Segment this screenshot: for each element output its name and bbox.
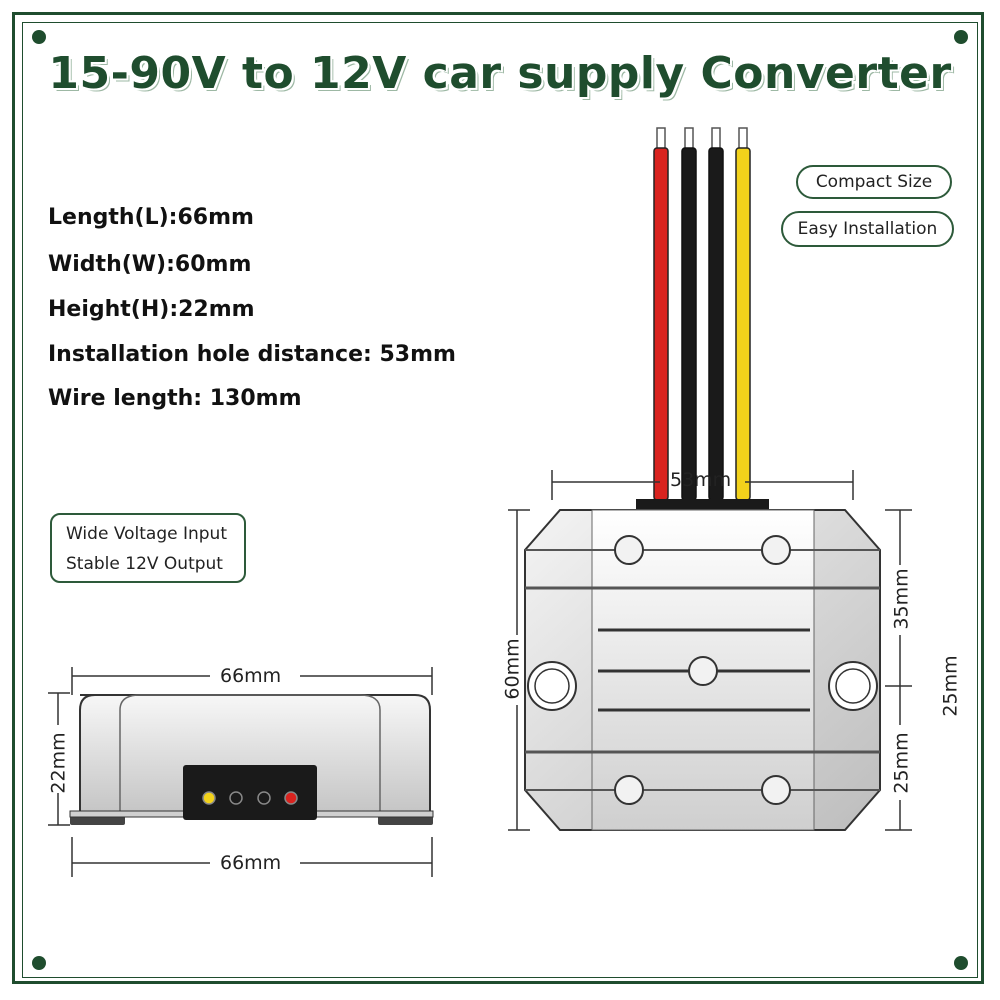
spec-hole-distance: Installation hole distance: 53mm [48, 342, 456, 367]
spec-height: Height(H):22mm [48, 297, 255, 322]
spec-wire-length: Wire length: 130mm [48, 386, 302, 411]
spec-length: Length(L):66mm [48, 205, 254, 230]
corner-dot-top-left [32, 30, 46, 44]
wire-black-2 [708, 147, 724, 501]
feature-box: Wide Voltage Input Stable 12V Output [50, 513, 246, 583]
wire-black-1 [681, 147, 697, 501]
corner-dot-bottom-right [954, 956, 968, 970]
dim-outer-right: 25mm [939, 655, 962, 717]
converter-side-view [48, 667, 434, 877]
dim-upper-right: 35mm [890, 568, 913, 630]
inner-frame [22, 22, 978, 978]
feature-line-input: Wide Voltage Input [66, 524, 228, 544]
wires-illustration [653, 127, 751, 501]
badge-easy-installation: Easy Installation [781, 211, 954, 247]
outer-frame [12, 12, 984, 984]
dim-hole-span: 53mm [670, 469, 732, 491]
dim-side-height: 22mm [47, 732, 70, 794]
wire-red [653, 147, 669, 501]
corner-dot-top-right [954, 30, 968, 44]
converter-top-view [508, 470, 912, 831]
wire-yellow [735, 147, 751, 501]
dim-lower-right: 25mm [890, 732, 913, 794]
spec-width: Width(W):60mm [48, 252, 252, 277]
page-title: 15-90V to 12V car supply Converter [48, 48, 952, 99]
feature-line-output: Stable 12V Output [66, 554, 223, 574]
dim-body-height: 60mm [501, 638, 524, 700]
dim-side-top-width: 66mm [220, 665, 282, 687]
corner-dot-bottom-left [32, 956, 46, 970]
dim-side-bottom-width: 66mm [220, 852, 282, 874]
badge-compact-size: Compact Size [796, 165, 952, 199]
